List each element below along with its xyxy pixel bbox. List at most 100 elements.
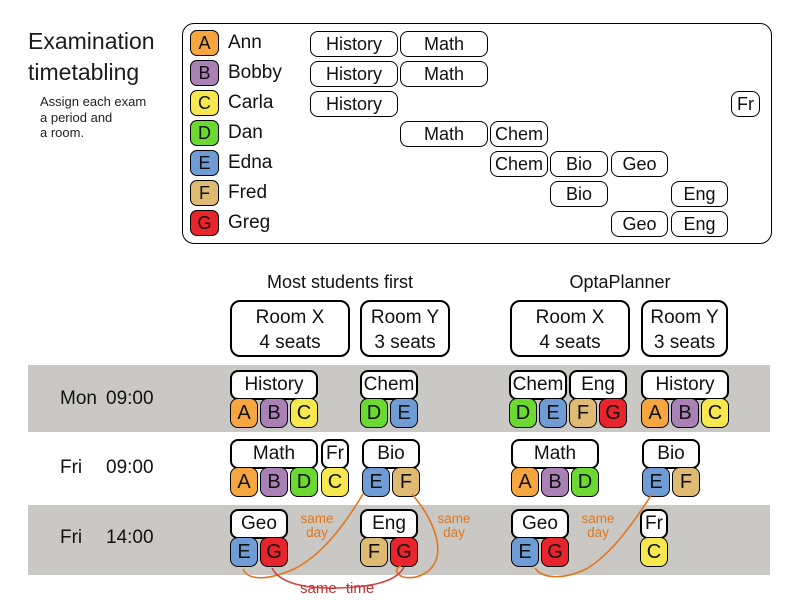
student-badge: A: [230, 467, 258, 497]
student-badge: A: [511, 467, 539, 497]
student-badge: G: [390, 537, 418, 567]
student-badge: G: [599, 398, 627, 428]
exam-label: Chem: [509, 370, 567, 400]
period-time: 14:00: [106, 527, 154, 548]
exam-label: Bio: [362, 439, 420, 469]
column-header-optaplanner: OptaPlanner: [569, 272, 671, 292]
exam-slot: History: [310, 91, 398, 117]
subtitle-line: Assign each exam: [40, 94, 147, 109]
exam-card: Eng F G: [360, 509, 418, 567]
student-name: Edna: [228, 152, 273, 173]
exam-card: Geo E G: [511, 509, 569, 567]
student-badge: E: [190, 150, 219, 176]
exam-card: Bio E F: [642, 439, 700, 497]
exam-label: Fr: [321, 439, 349, 469]
student-name: Greg: [228, 212, 271, 233]
student-badge: E: [539, 398, 567, 428]
subtitle-line: a room.: [40, 125, 85, 140]
period-day: Mon: [60, 388, 97, 409]
student-badge: F: [360, 537, 388, 567]
exam-slot: History: [310, 61, 398, 87]
student-badge: D: [571, 467, 599, 497]
exam-slot: Chem: [490, 121, 548, 147]
room-seats: 3 seats: [653, 332, 716, 353]
student-badge: B: [190, 60, 219, 86]
period-day: Fri: [60, 527, 83, 548]
student-badge: C: [701, 398, 729, 428]
same-day-label: same day: [437, 511, 471, 540]
student-badge: B: [260, 398, 288, 428]
student-badge: C: [640, 537, 668, 567]
student-badge: F: [672, 467, 700, 497]
exam-card: History A B C: [641, 370, 729, 428]
exam-card: Chem D E: [509, 370, 567, 428]
subtitle-line: a period and: [40, 109, 113, 125]
student-badge: E: [390, 398, 418, 428]
exam-slot: Geo: [611, 211, 668, 237]
exam-label: Geo: [511, 509, 569, 539]
exam-slot: Eng: [671, 211, 728, 237]
exam-slot: Eng: [671, 181, 728, 207]
exam-card: Fr C: [321, 439, 349, 497]
student-name: Dan: [228, 122, 263, 143]
room-box: Room Y 3 seats: [641, 300, 728, 357]
exam-card: Fr C: [640, 509, 668, 567]
exam-slot: Geo: [611, 151, 668, 177]
same-time-label: same time: [300, 580, 375, 597]
room-seats: 4 seats: [259, 332, 321, 353]
title-line-2: timetabling: [28, 59, 140, 85]
student-badge: A: [190, 30, 219, 56]
student-name: Fred: [228, 182, 268, 203]
title-line-1: Examination: [28, 28, 155, 54]
exam-card: Geo E G: [230, 509, 288, 567]
student-badge: B: [671, 398, 699, 428]
student-name: Bobby: [228, 62, 282, 83]
same-day-label: same day: [581, 511, 615, 540]
student-badge: G: [190, 210, 219, 236]
same-day-label: same day: [300, 511, 334, 540]
exam-slot: Fr: [731, 91, 760, 117]
exam-card: Math A B D: [230, 439, 318, 497]
page-subtitle: Assign each exam a period and a room.: [40, 94, 146, 141]
page-title: Examination timetabling: [28, 26, 155, 88]
room-seats: 3 seats: [374, 332, 436, 353]
exam-label: Math: [511, 439, 599, 469]
exam-label: Math: [230, 439, 318, 469]
student-badge: D: [190, 120, 219, 146]
exam-label: Fr: [640, 509, 668, 539]
student-badge: F: [392, 467, 420, 497]
student-badge: E: [642, 467, 670, 497]
student-badge: D: [509, 398, 537, 428]
period-time: 09:00: [106, 388, 154, 409]
room-name: Room X: [535, 307, 605, 328]
exam-slot: Bio: [550, 151, 608, 177]
student-badge: C: [290, 398, 318, 428]
student-badge: B: [541, 467, 569, 497]
room-name: Room Y: [370, 307, 440, 328]
room-name: Room X: [255, 307, 325, 328]
exam-label: Eng: [569, 370, 627, 400]
period-time: 09:00: [106, 457, 154, 478]
student-badge: A: [641, 398, 669, 428]
room-name: Room Y: [650, 307, 719, 328]
exam-label: History: [230, 370, 318, 400]
exam-card: History A B C: [230, 370, 318, 428]
student-badge: F: [569, 398, 597, 428]
exam-label: Eng: [360, 509, 418, 539]
student-badge: B: [260, 467, 288, 497]
period-day: Fri: [60, 457, 83, 478]
room-box: Room X 4 seats: [230, 300, 350, 357]
exam-card: Chem D E: [360, 370, 418, 428]
student-name: Ann: [228, 32, 262, 53]
exam-label: History: [641, 370, 729, 400]
student-badge: G: [541, 537, 569, 567]
exam-label: Geo: [230, 509, 288, 539]
room-box: Room X 4 seats: [510, 300, 630, 357]
column-header-most-students-first: Most students first: [266, 272, 414, 292]
student-badge: G: [260, 537, 288, 567]
student-badge: D: [360, 398, 388, 428]
student-badge: E: [362, 467, 390, 497]
student-badge: A: [230, 398, 258, 428]
student-badge: E: [511, 537, 539, 567]
